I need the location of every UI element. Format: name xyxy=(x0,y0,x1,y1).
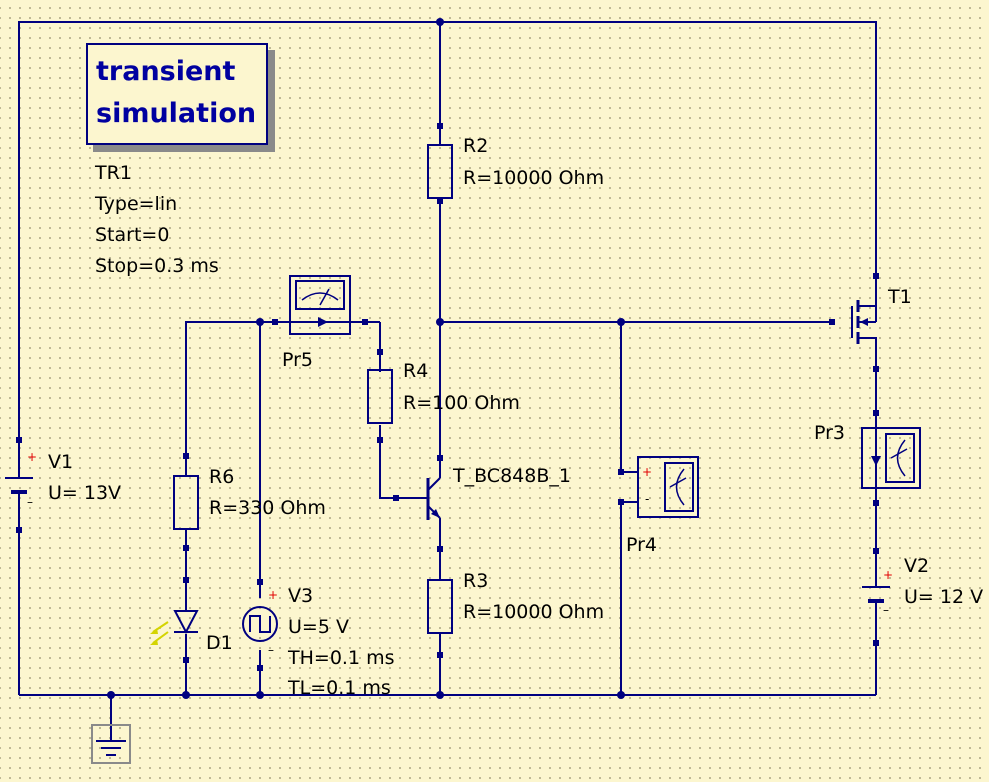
sim-title-line2: simulation xyxy=(96,98,257,129)
simulation-block[interactable]: transient simulation xyxy=(86,43,268,145)
q1-name: T_BC848B_1 xyxy=(453,465,571,487)
r3-name: R3 xyxy=(463,570,489,592)
bjt-transistor[interactable] xyxy=(393,455,443,530)
r6-name: R6 xyxy=(209,466,235,488)
pr4-minus-sign: - xyxy=(645,492,650,506)
pr3-name: Pr3 xyxy=(814,422,846,444)
voltage-probe-pr4[interactable] xyxy=(618,456,699,518)
v3-th: TH=0.1 ms xyxy=(288,647,395,669)
junction-dots xyxy=(107,18,625,699)
sim-name: TR1 xyxy=(95,162,132,184)
r4-value: R=100 Ohm xyxy=(403,392,520,414)
r4-name: R4 xyxy=(403,360,429,382)
v1-value: U= 13V xyxy=(48,482,122,504)
t1-name: T1 xyxy=(888,286,912,308)
v3-value: U=5 V xyxy=(288,616,349,638)
mosfet-transistor[interactable] xyxy=(829,273,879,372)
pulse-source-v3[interactable] xyxy=(242,579,278,671)
resistor-r2[interactable] xyxy=(427,123,453,204)
v1-minus-sign: – xyxy=(27,495,33,509)
v2-value: U= 12 V xyxy=(904,586,984,608)
ground-symbol xyxy=(91,724,131,764)
pr5-name: Pr5 xyxy=(282,349,314,371)
v2-minus-sign: – xyxy=(883,603,889,617)
pr4-plus-sign: + xyxy=(642,465,653,479)
resistor-r6[interactable] xyxy=(173,453,199,551)
led-d1[interactable] xyxy=(150,577,199,663)
resistor-r4[interactable] xyxy=(367,349,393,443)
wires xyxy=(18,21,877,728)
v1-plus-sign: + xyxy=(27,450,38,464)
dc-source-v2[interactable] xyxy=(862,548,890,646)
current-probe-pr5[interactable] xyxy=(272,275,368,335)
dc-source-v1[interactable] xyxy=(5,437,33,533)
d1-name: D1 xyxy=(206,632,233,654)
r3-value: R=10000 Ohm xyxy=(463,601,605,623)
current-probe-pr3[interactable] xyxy=(861,410,921,506)
sim-stop: Stop=0.3 ms xyxy=(95,255,219,277)
pr4-name: Pr4 xyxy=(626,534,658,556)
v3-name: V3 xyxy=(288,585,314,607)
v1-name: V1 xyxy=(48,451,74,473)
r6-value: R=330 Ohm xyxy=(209,497,326,519)
v2-plus-sign: + xyxy=(883,568,894,582)
sim-title-line1: transient xyxy=(96,56,236,87)
resistor-r3[interactable] xyxy=(427,546,453,658)
r2-name: R2 xyxy=(463,135,489,157)
v3-tl: TL=0.1 ms xyxy=(288,677,391,699)
r2-value: R=10000 Ohm xyxy=(463,167,605,189)
v2-name: V2 xyxy=(904,555,930,577)
sim-start: Start=0 xyxy=(95,224,170,246)
sim-type: Type=lin xyxy=(95,193,178,215)
v3-minus-sign: – xyxy=(268,643,274,657)
v3-plus-sign: + xyxy=(268,588,279,602)
